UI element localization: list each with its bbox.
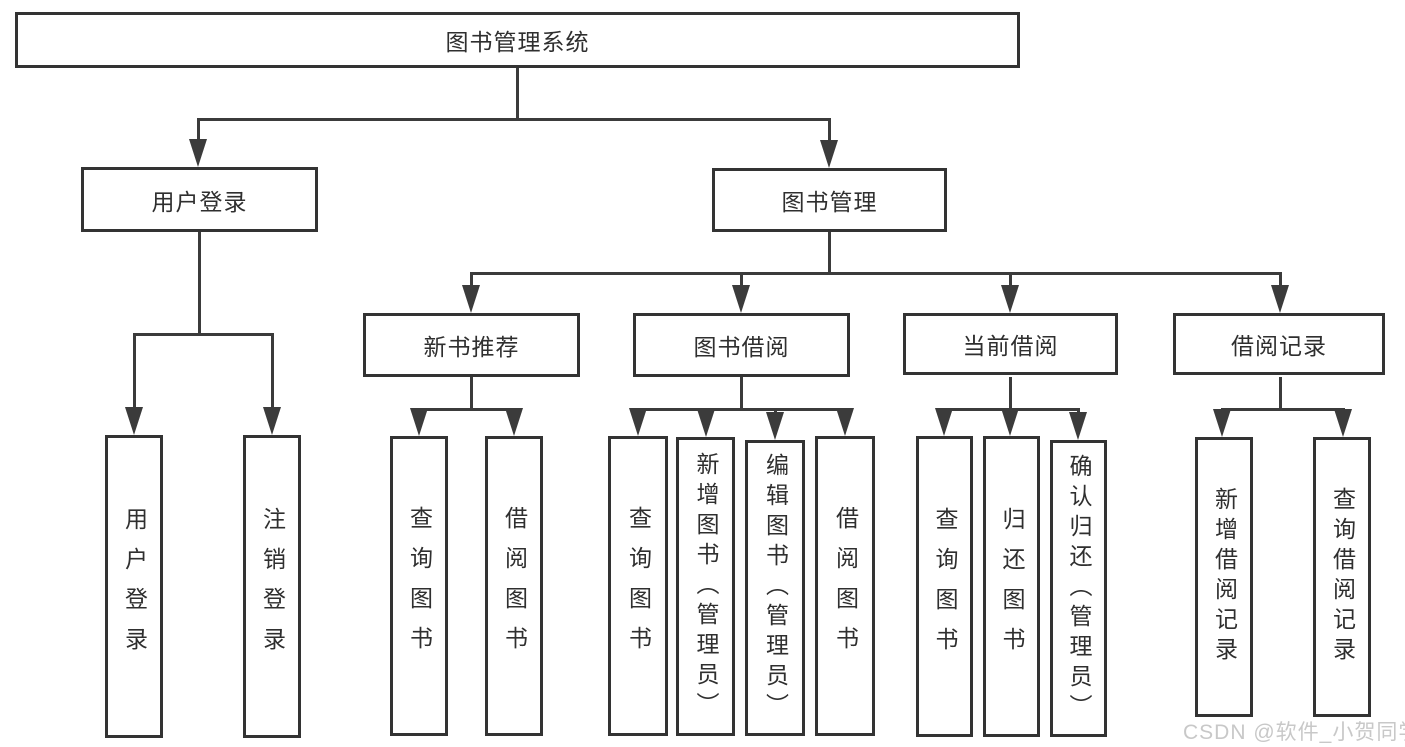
- node-current-borrowing: 当前借阅: [903, 313, 1118, 375]
- connector-stem: [1278, 377, 1282, 409]
- node-leaf-bb-add-book: 新增图书（管理员）: [676, 437, 735, 736]
- connector-rail: [1220, 407, 1345, 411]
- node-label: 用户登录: [151, 188, 248, 215]
- node-leaf-bb-edit-book: 编辑图书（管理员）: [745, 440, 805, 736]
- node-label: 用户登录: [121, 506, 148, 667]
- node-new-book-recommend: 新书推荐: [363, 313, 580, 377]
- node-book-management: 图书管理: [712, 168, 947, 232]
- node-user-login: 用户登录: [81, 167, 318, 232]
- node-label: 借阅图书: [832, 506, 859, 666]
- node-library-system: 图书管理系统: [15, 12, 1020, 68]
- connector-rail: [196, 117, 831, 121]
- arrow-down-icon: [263, 407, 281, 435]
- node-leaf-rec-query-book: 查询图书: [390, 436, 448, 736]
- arrow-down-icon: [732, 285, 750, 313]
- arrow-down-icon: [1334, 409, 1352, 437]
- connector-rail: [636, 407, 847, 411]
- connector-drop: [1008, 273, 1012, 287]
- arrow-down-icon: [1001, 408, 1019, 436]
- connector-drop: [773, 409, 777, 414]
- connector-stem: [469, 377, 473, 409]
- connector-rail: [417, 407, 516, 411]
- node-label: 借阅图书: [501, 506, 528, 666]
- node-label: 查询图书: [932, 506, 958, 667]
- connector-drop: [1278, 273, 1282, 287]
- node-leaf-rec-borrow-book: 借阅图书: [485, 436, 543, 736]
- connector-drop: [469, 273, 473, 287]
- node-label: 归还图书: [999, 506, 1025, 667]
- arrow-down-icon: [836, 408, 854, 436]
- node-label: 当前借阅: [962, 333, 1059, 359]
- arrow-down-icon: [820, 140, 838, 168]
- arrow-down-icon: [1271, 285, 1289, 313]
- arrow-down-icon: [935, 408, 953, 436]
- node-label: 查询借阅记录: [1329, 487, 1356, 667]
- node-leaf-cb-query-book: 查询图书: [916, 436, 973, 737]
- connector-rail: [132, 332, 274, 336]
- connector-stem: [515, 68, 519, 119]
- node-label: 注销登录: [259, 506, 286, 667]
- connector-drop: [739, 273, 743, 287]
- watermark: CSDN @软件_小贺同学: [1183, 721, 1405, 744]
- node-label: 新增借阅记录: [1211, 487, 1238, 667]
- connector-drop: [827, 119, 831, 142]
- node-label: 编辑图书（管理员）: [762, 453, 789, 723]
- arrow-down-icon: [410, 408, 428, 436]
- node-book-borrowing: 图书借阅: [633, 313, 850, 377]
- node-label: 新增图书（管理员）: [693, 451, 719, 722]
- node-label: 确认归还（管理员）: [1066, 453, 1092, 724]
- arrow-down-icon: [189, 139, 207, 167]
- arrow-down-icon: [766, 412, 784, 440]
- connector-stem: [1008, 377, 1012, 409]
- arrow-down-icon: [629, 408, 647, 436]
- node-label: 图书管理: [781, 189, 878, 215]
- connector-drop: [1076, 409, 1080, 414]
- node-label: 图书管理系统: [445, 29, 590, 55]
- connector-stem: [827, 232, 831, 273]
- node-leaf-br-add-record: 新增借阅记录: [1195, 437, 1253, 717]
- arrow-down-icon: [1069, 412, 1087, 440]
- connector-stem: [739, 377, 743, 409]
- node-label: 新书推荐: [423, 334, 520, 360]
- node-leaf-cb-confirm-return: 确认归还（管理员）: [1050, 440, 1107, 737]
- node-leaf-bb-query-book: 查询图书: [608, 436, 668, 736]
- connector-rail: [469, 271, 1282, 275]
- arrow-down-icon: [1213, 409, 1231, 437]
- node-leaf-user-login: 用户登录: [105, 435, 163, 738]
- arrow-down-icon: [1001, 285, 1019, 313]
- node-leaf-bb-borrow-book: 借阅图书: [815, 436, 875, 736]
- node-label: 图书借阅: [693, 334, 790, 360]
- node-leaf-cb-return-book: 归还图书: [983, 436, 1040, 737]
- arrow-down-icon: [462, 285, 480, 313]
- node-leaf-br-query-record: 查询借阅记录: [1313, 437, 1371, 717]
- connector-drop: [196, 119, 200, 141]
- node-borrowing-records: 借阅记录: [1173, 313, 1385, 375]
- arrow-down-icon: [697, 409, 715, 437]
- connector-drop: [270, 334, 274, 409]
- arrow-down-icon: [125, 407, 143, 435]
- connector-drop: [132, 334, 136, 409]
- node-label: 借阅记录: [1231, 333, 1327, 359]
- node-label: 查询图书: [625, 506, 652, 666]
- node-leaf-logout: 注销登录: [243, 435, 301, 738]
- node-label: 查询图书: [406, 506, 433, 666]
- arrow-down-icon: [505, 408, 523, 436]
- connector-stem: [197, 232, 201, 334]
